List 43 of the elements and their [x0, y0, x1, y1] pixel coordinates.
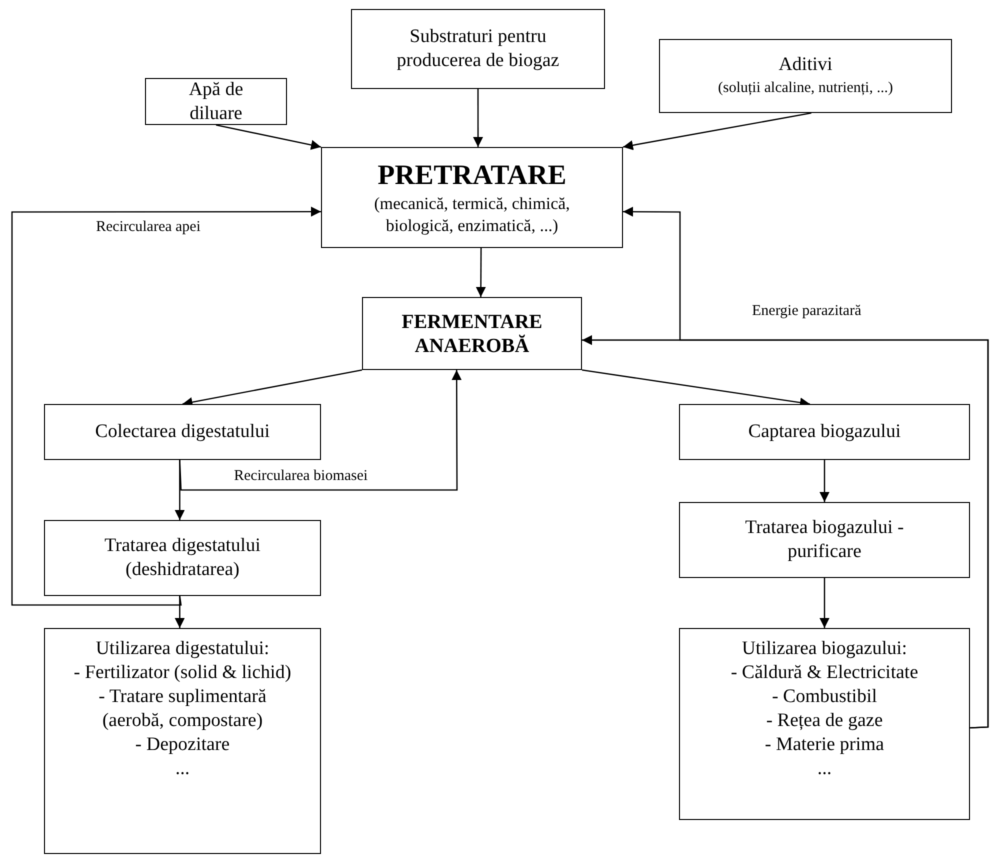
- process-box: [321, 147, 623, 248]
- box-text: Tratarea digestatului (deshidratarea): [103, 534, 262, 582]
- box-text: - Materie prima: [764, 733, 884, 757]
- arrow: [179, 370, 462, 491]
- box-text: (soluții alcaline, nutrienți, ...): [718, 79, 893, 98]
- box-text: Utilizarea biogazului:: [742, 637, 908, 661]
- box-text: - Tratare suplimentară (aerobă, compostare): [98, 685, 268, 733]
- process-box: [351, 9, 605, 89]
- arrow: [623, 206, 989, 728]
- process-box: [44, 628, 321, 854]
- process-box: [362, 297, 582, 370]
- box-text: Colectarea digestatului: [95, 420, 270, 444]
- arrow: [174, 596, 185, 628]
- arrow: [820, 460, 830, 502]
- box-text: ...: [175, 757, 190, 781]
- box-text: - Căldură & Electricitate: [730, 661, 918, 685]
- box-text: ...: [817, 757, 832, 781]
- box-text: FERMENTARE ANAEROBĂ: [400, 310, 544, 358]
- process-box: [44, 404, 321, 460]
- process-box: [145, 78, 287, 125]
- box-text: - Fertilizator (solid & lichid): [74, 661, 292, 685]
- arrow: [11, 206, 321, 606]
- box-text: Tratarea biogazului - purificare: [744, 516, 905, 564]
- arrow: [622, 112, 812, 150]
- box-text: - Depozitare: [135, 733, 230, 757]
- process-box: [679, 404, 970, 460]
- arrow: [476, 248, 486, 297]
- box-text: - Rețea de gaze: [766, 709, 883, 733]
- arrow: [820, 578, 830, 628]
- box-text: - Combustibil: [772, 685, 878, 709]
- box-text: PRETRATARE: [378, 158, 566, 192]
- arrow: [216, 124, 322, 150]
- process-box: [659, 39, 952, 113]
- box-text: Captarea biogazului: [748, 420, 901, 444]
- box-text: Apă de diluare: [188, 78, 244, 126]
- box-text: Substraturi pentru producerea de biogaz: [396, 25, 560, 73]
- process-box: [679, 628, 970, 820]
- box-text: Utilizarea digestatului:: [96, 637, 270, 661]
- process-box: [44, 520, 321, 596]
- box-text: (mecanică, termică, chimică, biologică, enzimatică, ...): [373, 192, 571, 236]
- arrow: [473, 89, 484, 147]
- box-text: Aditivi: [778, 53, 832, 77]
- process-box: [679, 502, 970, 578]
